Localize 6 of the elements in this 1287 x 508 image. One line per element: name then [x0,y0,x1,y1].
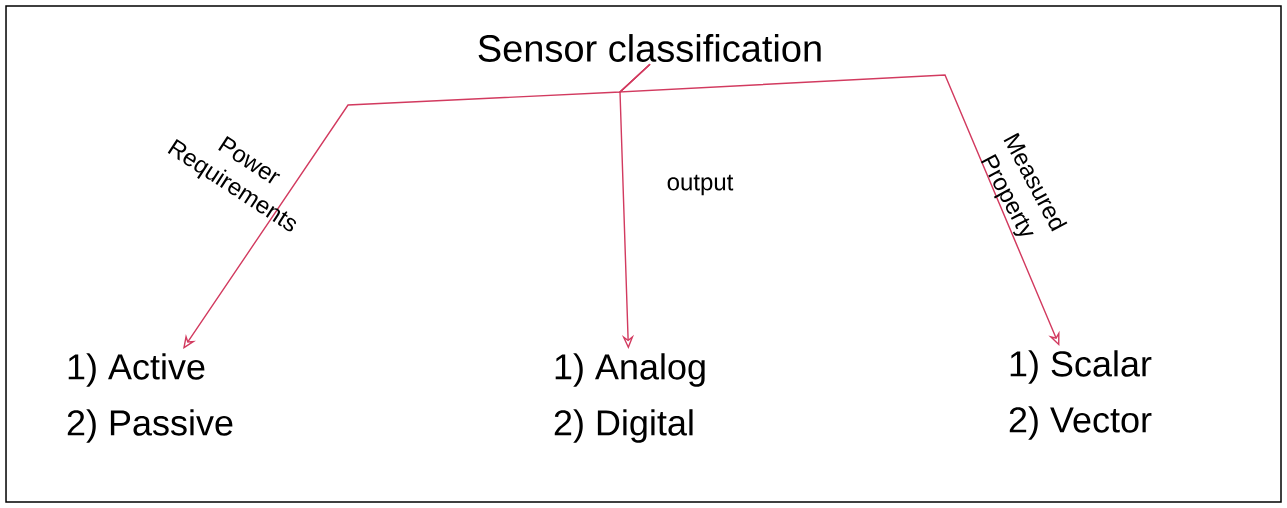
edge-label: output [667,174,734,196]
title-text: Sensor classification [478,34,821,62]
list-text: 1) Active 2) Passive [67,353,233,443]
list-text: 1) Scalar 2) Vector [1009,350,1152,440]
list-text: 1) Analog 2) Digital [554,353,705,443]
arrow [618,63,1060,346]
